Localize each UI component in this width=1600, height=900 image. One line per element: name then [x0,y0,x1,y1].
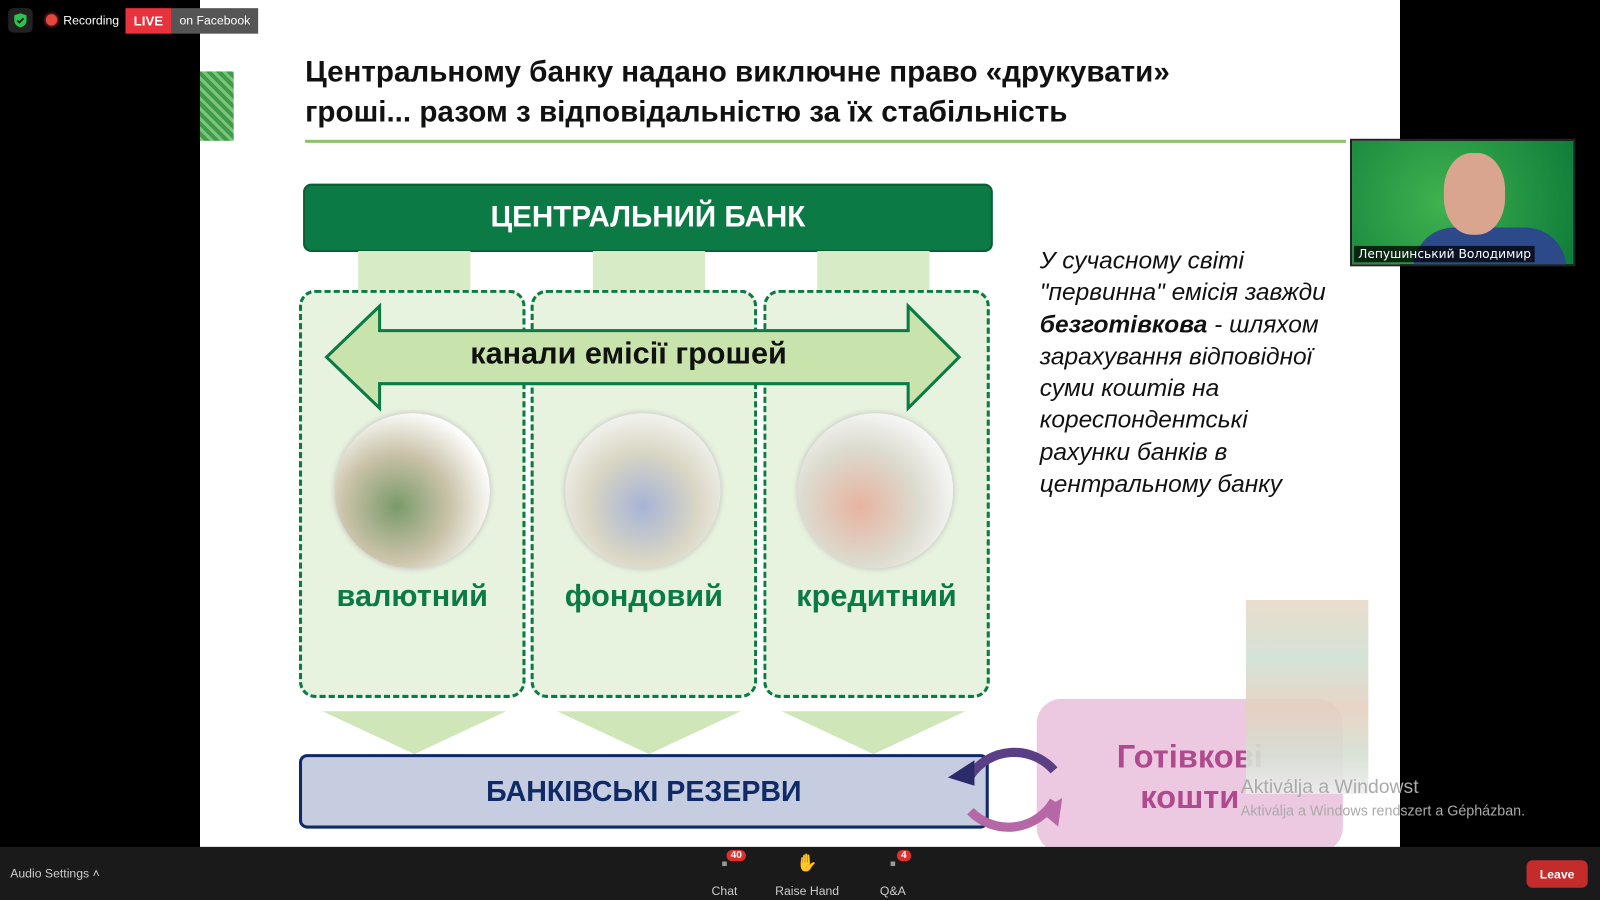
banknotes-image [1245,599,1369,794]
decorative-pattern [199,71,234,141]
recording-dot-icon [45,14,58,26]
bank-reserves-box: БАНКІВСЬКІ РЕЗЕРВИ [298,754,989,829]
credit-image [797,413,954,569]
qa-icon: ▪ [889,853,897,874]
securities-image [565,413,721,569]
raise-hand-label: Raise Hand [775,883,840,898]
speaker-video[interactable]: Лепушинський Володимир [1349,138,1576,267]
speaker-name: Лепушинський Володимир [1354,245,1536,263]
note-text: - шляхом [1207,310,1319,339]
down-arrow [781,711,966,755]
central-bank-box: ЦЕНТРАЛЬНИЙ БАНК [303,183,993,253]
note-line: центральному банку [1039,470,1283,499]
note-line: рахунки банків в [1039,438,1228,467]
slide-title: Центральному банку надано виключне право… [305,53,1170,133]
explanation-text: У сучасному світі "первинна" емісія завж… [1040,245,1377,500]
raise-hand-button[interactable]: ✋ Raise Hand [773,853,840,898]
channels-label: канали емісії грошей [470,336,787,371]
shared-slide: Центральному банку надано виключне право… [199,0,1400,847]
note-line: кореспондентські [1039,406,1248,435]
note-line: суми коштів на [1039,374,1220,403]
live-badge: LIVE [125,8,172,34]
title-line: гроші... разом з відповідальністю за їх … [305,95,1068,129]
double-arrow-icon [324,302,962,412]
hand-icon: ✋ [796,853,818,873]
channel-label: фондовий [564,579,723,614]
activation-watermark: Aktiválja a Windowst [1240,776,1419,798]
channel-label: кредитний [796,579,957,614]
note-line: безготівкова - шляхом [1040,309,1377,341]
cycle-arrows-icon [947,747,1063,832]
title-line: Центральному банку надано виключне право… [305,56,1170,89]
chat-icon: ▪ [721,853,728,874]
connector [358,251,471,292]
recording-label: Recording [63,13,120,28]
connector [817,251,930,292]
audio-settings-button[interactable]: Audio Settings ˄ [10,866,100,880]
down-arrow [322,711,507,755]
connector [592,251,706,292]
cash-line: кошти [1140,778,1240,816]
currency-image [334,413,490,569]
qa-label: Q&A [879,883,906,898]
activation-watermark-sub: Aktiválja a Windows rendszert a Gépházba… [1240,802,1526,819]
meeting-toolbar: Audio Settings ˄ ▪40 Chat ✋ Raise Hand ▪… [0,846,1600,900]
chat-badge: 40 [726,849,747,862]
note-bold: безготівкова [1039,310,1208,339]
speaker-face [1443,153,1506,235]
title-underline [305,139,1346,143]
leave-button[interactable]: Leave [1526,860,1588,888]
chat-button[interactable]: ▪40 Chat [704,849,747,898]
chevron-up-icon: ˄ [92,866,100,881]
chat-label: Chat [711,883,738,898]
qa-button[interactable]: ▪4 Q&A [872,849,913,898]
audio-settings-label: Audio Settings [10,866,90,881]
live-target: on Facebook [171,8,259,34]
security-shield-icon[interactable] [8,8,33,33]
live-indicator[interactable]: LIVE on Facebook [125,8,259,34]
down-arrow [557,711,741,755]
qa-badge: 4 [896,849,911,862]
note-line: У сучасному світі [1039,246,1244,275]
cash-line: Готівкові [1116,737,1263,775]
note-line: "первинна" емісія завжди [1039,278,1326,307]
channel-label: валютний [336,579,488,614]
note-line: зарахування відповідної [1039,342,1313,371]
